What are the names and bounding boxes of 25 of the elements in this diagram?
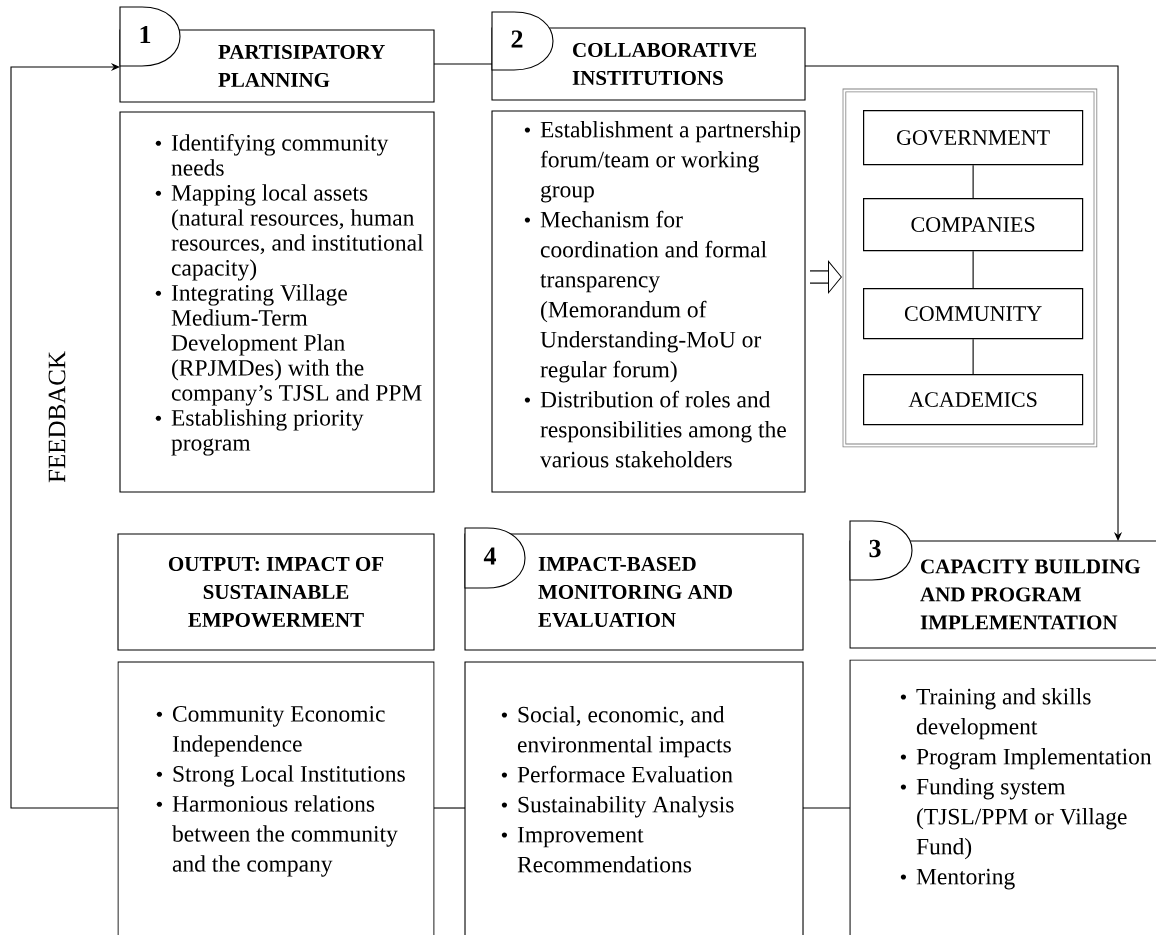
connector-line — [802, 807, 851, 809]
connector-line — [972, 164, 974, 199]
connector-line — [433, 63, 493, 65]
arrow — [804, 65, 1123, 541]
connector-line — [972, 250, 974, 289]
stakeholder-box: GOVERNMENT — [863, 110, 1084, 166]
arrow — [10, 62, 120, 809]
number-tab: 3 — [849, 520, 913, 581]
bullet-list-box: Community Economic Independence Strong Local Institutions Harmonious relations between the community and the company — [117, 661, 435, 935]
edge-label: FEEDBACK — [48, 351, 66, 483]
block-arrow — [810, 260, 842, 294]
bullet-list-box: Training and skills development Program Implementation Funding system (TJSL/PPM or Village Fund) Mentoring — [849, 659, 1156, 935]
stakeholder-box: ACADEMICS — [863, 374, 1084, 426]
connector-line — [972, 338, 974, 375]
bullet-list-box: Social, economic, and environmental impacts Performace Evaluation Sustainability Analysis Improvement Recommendations — [464, 661, 804, 935]
number-tab: 2 — [491, 11, 554, 71]
number-tab: 4 — [464, 527, 526, 589]
bullet-list-box: Establishment a partnership forum/team or working group Mechanism for coordination and formal transparency (Memorandum of Understanding-MoU or regular forum) Distribution of roles and responsibilities among the various stakeholders — [491, 110, 806, 493]
bullet-list-box: Identifying community needs Mapping local assets (natural resources, human resources, and institutional capacity) Integrating Village Medium-Term Development Plan (RPJMDes) with the company’s TJSL and PPM Establishing priority program — [119, 111, 435, 493]
stakeholder-box: COMMUNITY — [863, 288, 1084, 340]
connector-line — [433, 807, 466, 809]
stakeholder-box: COMPANIES — [863, 198, 1084, 252]
number-tab: 1 — [119, 6, 181, 67]
header-box: OUTPUT: IMPACT OF SUSTAINABLE EMPOWERMENT — [117, 533, 435, 651]
group-frame — [842, 88, 1098, 448]
